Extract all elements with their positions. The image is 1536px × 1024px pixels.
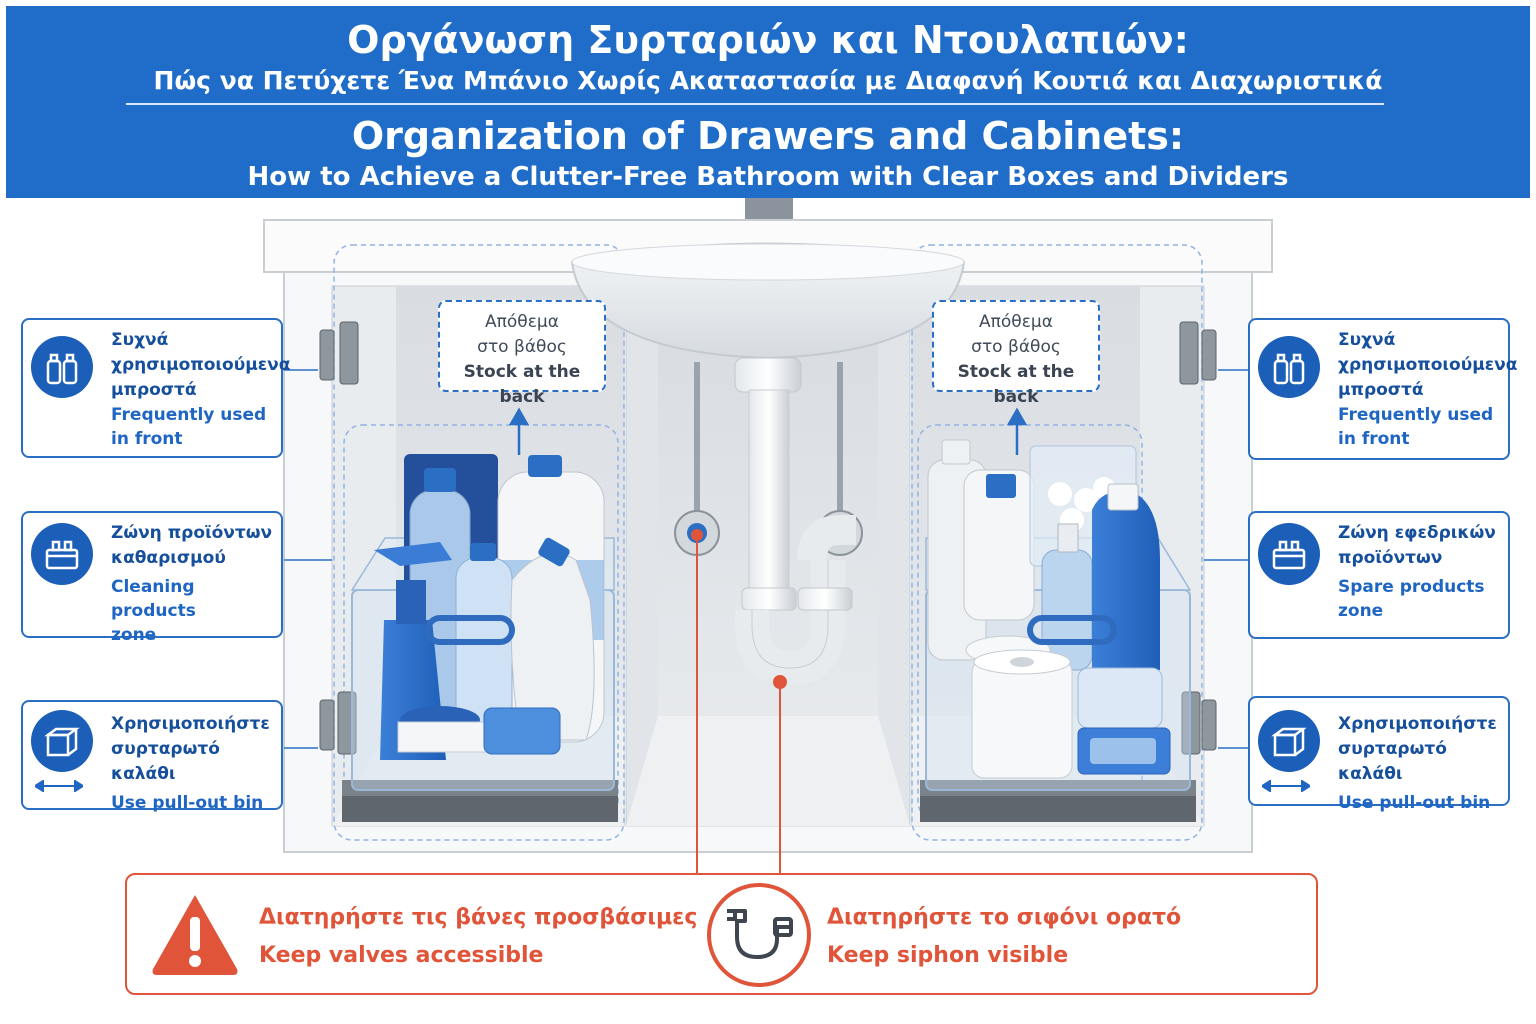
stock-gr-line1: Απόθεμα — [979, 312, 1053, 332]
callout-en-line: Frequently used — [1338, 405, 1494, 425]
stock-en: Stock at the back — [463, 362, 581, 407]
callout-gr-line: προϊόντων — [1338, 548, 1443, 568]
callout-gr-line: χρησιμοποιούμενα — [1338, 355, 1518, 375]
callout-gr-line: Ζώνη προϊόντων — [111, 523, 273, 543]
callout-left-pullout: Χρησιμοποιήστε συρταρωτό καλάθι Use pull… — [21, 700, 283, 813]
bottles-icon — [31, 336, 93, 398]
callout-en-line: Use pull-out bin — [111, 793, 264, 813]
pull-out-bin-icon — [1258, 710, 1320, 772]
warning-valves-gr: Διατηρήστε τις βάνες προσβάσιμες — [259, 905, 698, 930]
callout-right-pullout: Χρησιμοποιήστε συρταρωτό καλάθι Use pull… — [1248, 696, 1510, 813]
double-arrow-icon — [35, 780, 83, 792]
callout-left-cleaning: Ζώνη προϊόντων καθαρισμού Cleaning produ… — [21, 511, 283, 645]
stock-gr-line1: Απόθεμα — [485, 312, 559, 332]
caddy-icon — [1258, 523, 1320, 585]
hinge — [319, 321, 1217, 755]
pull-out-bin-icon — [31, 710, 93, 772]
callout-left-frequent: Συχνά χρησιμοποιούμενα μπροστά Frequentl… — [21, 318, 291, 458]
callout-gr-line: καθαρισμού — [111, 548, 226, 568]
stock-en: Stock at the back — [957, 362, 1075, 407]
header-banner: Οργάνωση Συρταριών και Ντουλαπιών: Πώς ν… — [6, 6, 1530, 198]
callout-en-line: in front — [111, 429, 183, 449]
double-arrow-icon — [1262, 780, 1310, 792]
stock-gr-line2: στο βάθος — [477, 337, 567, 357]
stock-label-left: Απόθεμα στο βάθος Stock at the back — [438, 300, 606, 407]
callout-gr-line: μπροστά — [1338, 380, 1424, 400]
callout-gr-line: Χρησιμοποιήστε — [111, 714, 270, 734]
warning-box: Διατηρήστε τις βάνες προσβάσιμες Keep va… — [125, 873, 1318, 995]
callout-right-spare: Ζώνη εφεδρικών προϊόντων Spare products … — [1248, 511, 1510, 639]
callout-gr-line: συρταρωτό καλάθι — [111, 739, 220, 784]
callout-gr-line: χρησιμοποιούμενα — [111, 355, 291, 375]
subtitle-english: How to Achieve a Clutter-Free Bathroom w… — [247, 162, 1289, 192]
caddy-icon — [31, 523, 93, 585]
callout-en-line: Spare products — [1338, 577, 1485, 597]
callout-gr-line: Χρησιμοποιήστε — [1338, 714, 1497, 734]
warning-triangle-icon — [152, 895, 238, 975]
stock-label-right: Απόθεμα στο βάθος Stock at the back — [932, 300, 1100, 407]
subtitle-greek: Πώς να Πετύχετε Ένα Μπάνιο Χωρίς Ακαταστ… — [153, 66, 1383, 95]
warning-siphon-en: Keep siphon visible — [827, 943, 1069, 968]
callout-gr-line: συρταρωτό καλάθι — [1338, 739, 1447, 784]
callout-en-line: in front — [1338, 429, 1410, 449]
callout-gr-line: Ζώνη εφεδρικών — [1338, 523, 1496, 543]
warning-siphon-gr: Διατηρήστε το σιφόνι ορατό — [827, 905, 1182, 930]
stock-gr-line2: στο βάθος — [971, 337, 1061, 357]
warning-valves-en: Keep valves accessible — [259, 943, 544, 968]
callout-en-line: zone — [1338, 601, 1384, 621]
callout-right-frequent: Συχνά χρησιμοποιούμενα μπροστά Frequentl… — [1248, 318, 1518, 460]
callout-en-line: zone — [111, 625, 157, 645]
siphon — [734, 357, 856, 686]
callout-en-line: Cleaning products — [111, 577, 196, 621]
header-divider — [126, 103, 1384, 105]
callout-en-line: Use pull-out bin — [1338, 793, 1491, 813]
siphon-icon — [707, 883, 811, 987]
title-greek: Οργάνωση Συρταριών και Ντουλαπιών: — [347, 18, 1189, 62]
callout-gr-line: Συχνά — [111, 330, 169, 350]
callout-en-line: Frequently used — [111, 405, 267, 425]
bottles-icon — [1258, 336, 1320, 398]
callout-gr-line: Συχνά — [1338, 330, 1396, 350]
callout-gr-line: μπροστά — [111, 380, 197, 400]
title-english: Organization of Drawers and Cabinets: — [351, 114, 1185, 158]
